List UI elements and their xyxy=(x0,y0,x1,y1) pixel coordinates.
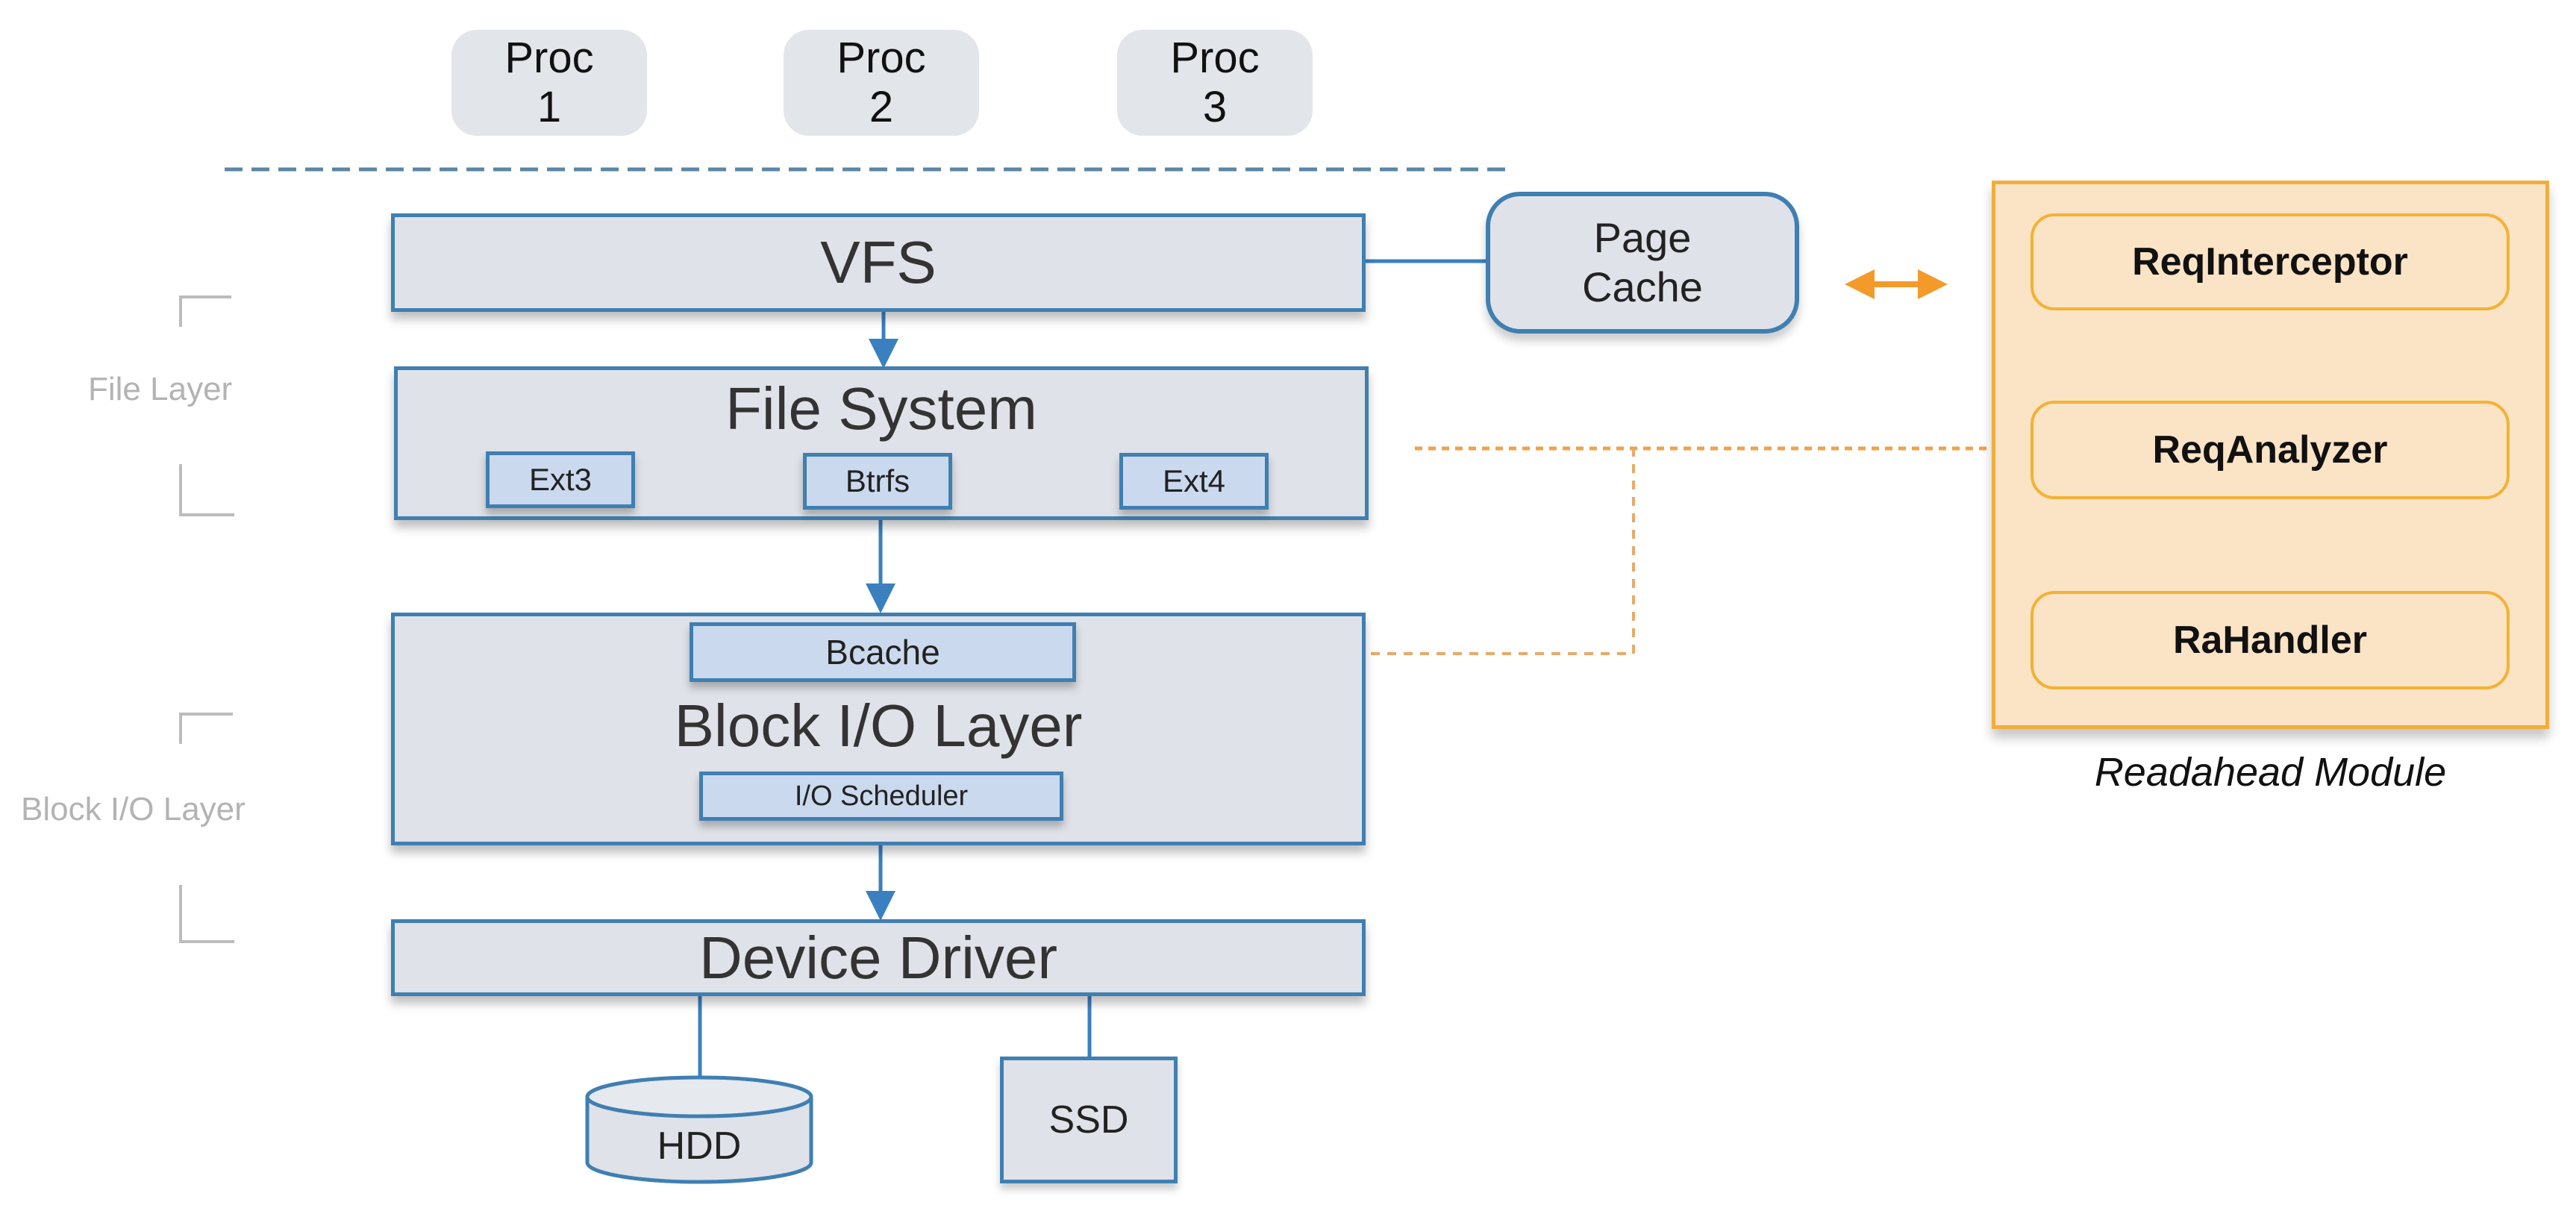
device-driver-layer[interactable]: Device Driver xyxy=(391,919,1366,996)
fs-ext3[interactable]: Ext3 xyxy=(486,451,635,508)
vfs-layer[interactable]: VFS xyxy=(391,213,1366,312)
req-analyzer[interactable]: ReqAnalyzer xyxy=(2031,401,2510,499)
file-layer-bracket-bottom xyxy=(179,464,234,516)
fs-ext4-label: Ext4 xyxy=(1162,463,1226,498)
process-1-label-line1: Proc xyxy=(504,34,594,82)
process-2-label-line1: Proc xyxy=(837,34,926,82)
file-system-label: File System xyxy=(725,375,1037,442)
process-1-label-line2: 1 xyxy=(537,83,562,131)
process-3-label-line1: Proc xyxy=(1170,34,1260,82)
page-cache[interactable]: Page Cache xyxy=(1486,192,1799,334)
hdd[interactable]: HDD xyxy=(587,1116,811,1176)
process-1[interactable]: Proc 1 xyxy=(451,30,647,136)
ssd-label: SSD xyxy=(1048,1098,1129,1142)
block-io-label: Block I/O Layer xyxy=(674,692,1083,759)
fs-btrfs-label: Btrfs xyxy=(845,463,910,498)
file-layer-bracket-top xyxy=(179,295,231,327)
ra-handler-label: RaHandler xyxy=(2172,619,2368,662)
req-analyzer-label: ReqAnalyzer xyxy=(2152,428,2388,472)
fs-btrfs[interactable]: Btrfs xyxy=(803,453,952,510)
block-layer-label: Block I/O Layer xyxy=(21,791,246,827)
req-interceptor-label: ReqInterceptor xyxy=(2132,240,2408,284)
req-interceptor[interactable]: ReqInterceptor xyxy=(2031,213,2510,310)
file-layer-label: File Layer xyxy=(88,371,233,407)
fs-ext4[interactable]: Ext4 xyxy=(1119,453,1269,510)
ssd[interactable]: SSD xyxy=(1000,1057,1178,1183)
process-2-label-line2: 2 xyxy=(869,83,894,131)
io-scheduler[interactable]: I/O Scheduler xyxy=(699,772,1063,821)
io-scheduler-label: I/O Scheduler xyxy=(794,780,969,812)
fs-ext3-label: Ext3 xyxy=(528,462,593,497)
process-3[interactable]: Proc 3 xyxy=(1117,30,1313,136)
ra-handler[interactable]: RaHandler xyxy=(2031,591,2510,689)
process-3-label-line2: 3 xyxy=(1202,83,1228,131)
readahead-module-caption: Readahead Module xyxy=(2094,750,2447,795)
bcache[interactable]: Bcache xyxy=(690,622,1076,682)
vfs-label: VFS xyxy=(820,229,937,295)
page-cache-label-line2: Cache xyxy=(1582,263,1703,310)
bcache-label: Bcache xyxy=(825,633,940,672)
block-layer-bracket-bottom xyxy=(179,885,234,943)
page-cache-label-line1: Page xyxy=(1593,214,1692,261)
hdd-label: HDD xyxy=(657,1124,742,1168)
hdd-cylinder-icon xyxy=(585,1075,813,1184)
process-2[interactable]: Proc 2 xyxy=(784,30,979,136)
block-layer-bracket-top xyxy=(179,713,233,744)
device-driver-label: Device Driver xyxy=(698,924,1058,991)
